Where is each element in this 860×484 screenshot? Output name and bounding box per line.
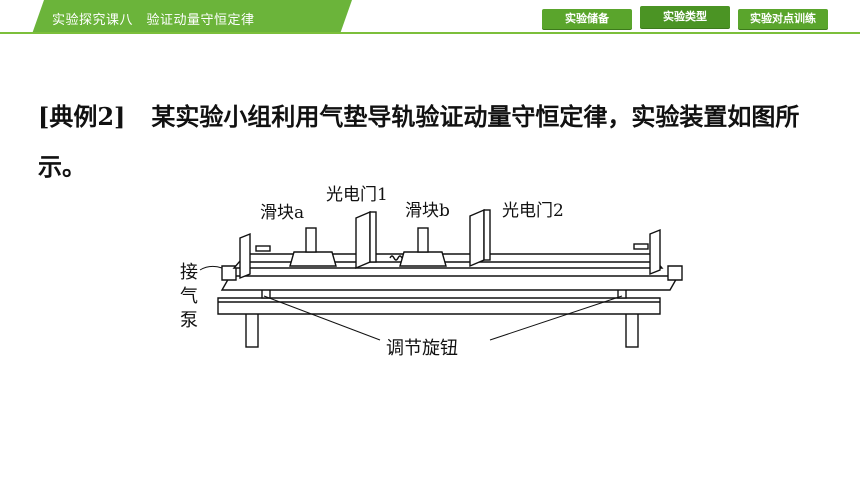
end-stop-right (649, 228, 661, 276)
spring (389, 255, 403, 261)
photogate-1 (355, 210, 371, 270)
slider-a (289, 251, 337, 267)
tab-experiment-types[interactable]: 实验类型 (640, 6, 730, 28)
table-board (217, 297, 661, 315)
pump-leader (199, 265, 223, 271)
knob-leader-left (263, 295, 381, 341)
example-tag: [典例2] (38, 102, 126, 131)
label-knob: 调节旋钮 (386, 338, 458, 359)
label-pump-2: 气 (180, 286, 198, 307)
label-gate-1: 光电门1 (326, 185, 388, 205)
title-banner (0, 0, 860, 34)
label-slider-b: 滑块b (405, 201, 450, 221)
label-gate-2: 光电门2 (502, 201, 564, 221)
table-leg-left (245, 312, 259, 348)
end-stop-left (239, 232, 251, 280)
knob-leader-right (489, 295, 623, 341)
lesson-title: 实验探究课八 验证动量守恒定律 (52, 13, 255, 28)
spring-clip-left (255, 245, 271, 252)
rail-base (220, 275, 680, 291)
slider-b (399, 251, 447, 267)
label-pump-1: 接 (180, 262, 198, 283)
photogate-2 (469, 208, 485, 268)
air-track (232, 253, 664, 269)
example-paragraph: [典例2]某实验小组利用气垫导轨验证动量守恒定律，实验装置如图所示。 (38, 92, 838, 192)
pump-connector (221, 265, 237, 281)
tab-experiment-training[interactable]: 实验对点训练 (738, 9, 828, 29)
top-bar: 实验探究课八 验证动量守恒定律 实验储备 实验类型 实验对点训练 (0, 0, 860, 34)
label-pump-3: 泵 (180, 310, 198, 331)
example-text: 某实验小组利用气垫导轨验证动量守恒定律，实验装置如图所示。 (38, 102, 800, 181)
air-track-diagram: 滑块a 光电门1 滑块b 光电门2 接 气 泵 调节旋钮 (180, 185, 683, 359)
label-slider-a: 滑块a (260, 203, 304, 223)
tab-experiment-prep[interactable]: 实验储备 (542, 9, 632, 29)
table-leg-right (625, 312, 639, 348)
